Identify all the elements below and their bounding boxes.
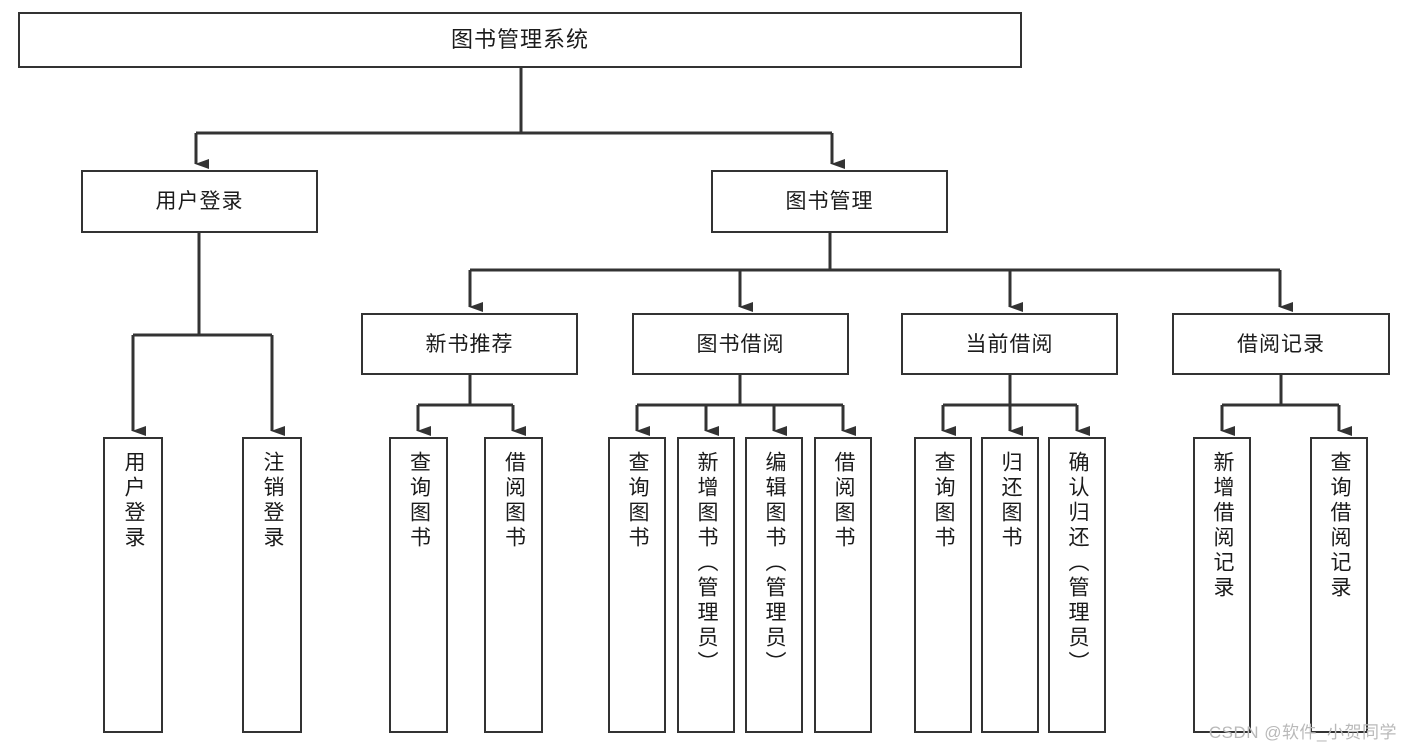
- node-label: 借阅图书: [832, 451, 856, 551]
- node-label: 图书管理: [785, 190, 874, 213]
- leaf-query-book-borrow[interactable]: 查询图书: [608, 437, 666, 733]
- node-label: 编辑图书（管理员）: [763, 451, 787, 676]
- node-label: 新书推荐: [425, 332, 514, 356]
- leaf-query-borrow-record[interactable]: 查询借阅记录: [1310, 437, 1368, 733]
- leaf-query-book-current[interactable]: 查询图书: [914, 437, 972, 733]
- node-user-login[interactable]: 用户登录: [81, 170, 318, 233]
- node-book-management[interactable]: 图书管理: [711, 170, 948, 233]
- node-borrow-record[interactable]: 借阅记录: [1172, 313, 1390, 375]
- node-label: 新增图书（管理员）: [695, 451, 719, 676]
- leaf-add-book-admin[interactable]: 新增图书（管理员）: [677, 437, 735, 733]
- node-root-library-system[interactable]: 图书管理系统: [18, 12, 1022, 68]
- node-label: 确认归还（管理员）: [1066, 451, 1090, 676]
- node-label: 图书借阅: [696, 332, 785, 356]
- node-new-book-recommend[interactable]: 新书推荐: [361, 313, 578, 375]
- leaf-query-book-new[interactable]: 查询图书: [389, 437, 448, 733]
- node-label: 查询图书: [626, 451, 650, 551]
- node-label: 查询借阅记录: [1328, 451, 1352, 601]
- node-label: 用户登录: [155, 190, 244, 213]
- watermark-text: CSDN @软件_小贺同学: [1208, 723, 1397, 742]
- node-label: 查询图书: [932, 451, 956, 551]
- node-label: 新增借阅记录: [1211, 451, 1235, 601]
- node-label: 借阅图书: [502, 451, 526, 551]
- node-label: 借阅记录: [1237, 332, 1325, 356]
- leaf-return-book[interactable]: 归还图书: [981, 437, 1039, 733]
- node-label: 注销登录: [261, 451, 285, 551]
- leaf-borrow-book-new[interactable]: 借阅图书: [484, 437, 543, 733]
- node-label: 图书管理系统: [450, 27, 589, 52]
- leaf-confirm-return-admin[interactable]: 确认归还（管理员）: [1048, 437, 1106, 733]
- leaf-logout[interactable]: 注销登录: [242, 437, 302, 733]
- node-label: 查询图书: [407, 451, 431, 551]
- node-label: 用户登录: [122, 451, 146, 551]
- node-current-borrow[interactable]: 当前借阅: [901, 313, 1118, 375]
- leaf-edit-book-admin[interactable]: 编辑图书（管理员）: [745, 437, 803, 733]
- node-label: 归还图书: [999, 451, 1023, 551]
- leaf-borrow-book[interactable]: 借阅图书: [814, 437, 872, 733]
- node-book-borrow[interactable]: 图书借阅: [632, 313, 849, 375]
- leaf-user-login[interactable]: 用户登录: [103, 437, 163, 733]
- leaf-add-borrow-record[interactable]: 新增借阅记录: [1193, 437, 1251, 733]
- node-label: 当前借阅: [965, 332, 1054, 356]
